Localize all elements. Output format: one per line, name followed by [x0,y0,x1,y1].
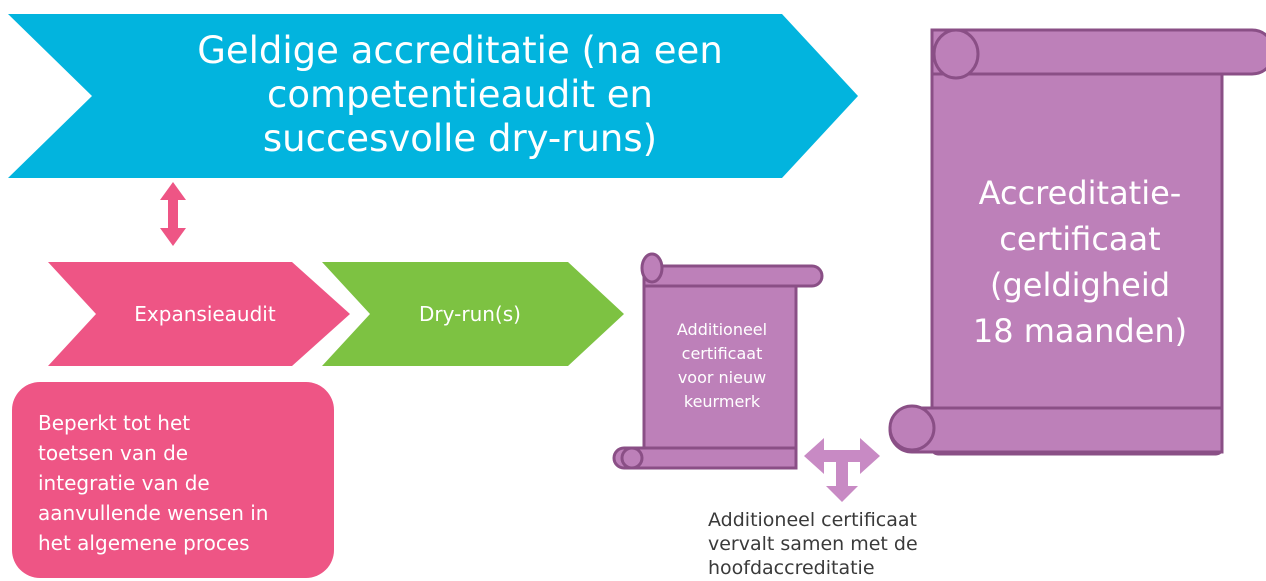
caption-line-1: Additioneel certificaat [708,509,917,531]
small-cert-line-4: keurmerk [683,392,761,411]
big-certificate-scroll [888,28,1266,456]
dry-run-label: Dry-run(s) [419,302,521,326]
small-cert-line-1: Additioneel [676,320,768,339]
banner-line-2: competentieaudit en [267,73,653,116]
big-cert-line-1: Accreditatie- [978,174,1182,212]
big-cert-line-4: 18 maanden) [972,312,1188,350]
expiry-caption: Additioneel certificaat vervalt samen me… [708,508,1028,580]
note-line-3: integratie van de [38,471,210,495]
small-cert-line-2: certificaat [681,344,763,363]
double-arrow-vertical-icon [160,182,186,246]
note-line-5: het algemene proces [38,531,250,555]
small-cert-line-3: voor nieuw [677,368,767,387]
certificate-connector-arrow-icon [804,438,880,502]
big-cert-line-3: (geldigheid [989,266,1171,304]
restriction-note-text: Beperkt tot het toetsen van de integrati… [38,408,328,558]
expansie-audit-chevron [48,262,350,366]
banner-line-1: Geldige accreditatie (na een [197,29,723,72]
note-line-4: aanvullende wensen in [38,501,269,525]
note-line-2: toetsen van de [38,441,189,465]
caption-line-3: hoofdaccreditatie [708,557,875,579]
big-cert-line-2: certificaat [999,220,1161,258]
caption-line-2: vervalt samen met de [708,533,918,555]
banner-title: Geldige accreditatie (na een competentie… [120,29,800,160]
note-line-1: Beperkt tot het [38,411,191,435]
accreditation-banner-arrow [8,14,858,178]
small-certificate-scroll [612,252,824,470]
banner-line-3: succesvolle dry-runs) [262,117,658,160]
expansie-audit-label: Expansieaudit [134,302,276,326]
restriction-note-box [12,382,334,578]
small-certificate-text: Additioneel certificaat voor nieuw keurm… [652,318,792,428]
dry-run-chevron [322,262,624,366]
big-certificate-text: Accreditatie- certificaat (geldigheid 18… [940,170,1220,360]
